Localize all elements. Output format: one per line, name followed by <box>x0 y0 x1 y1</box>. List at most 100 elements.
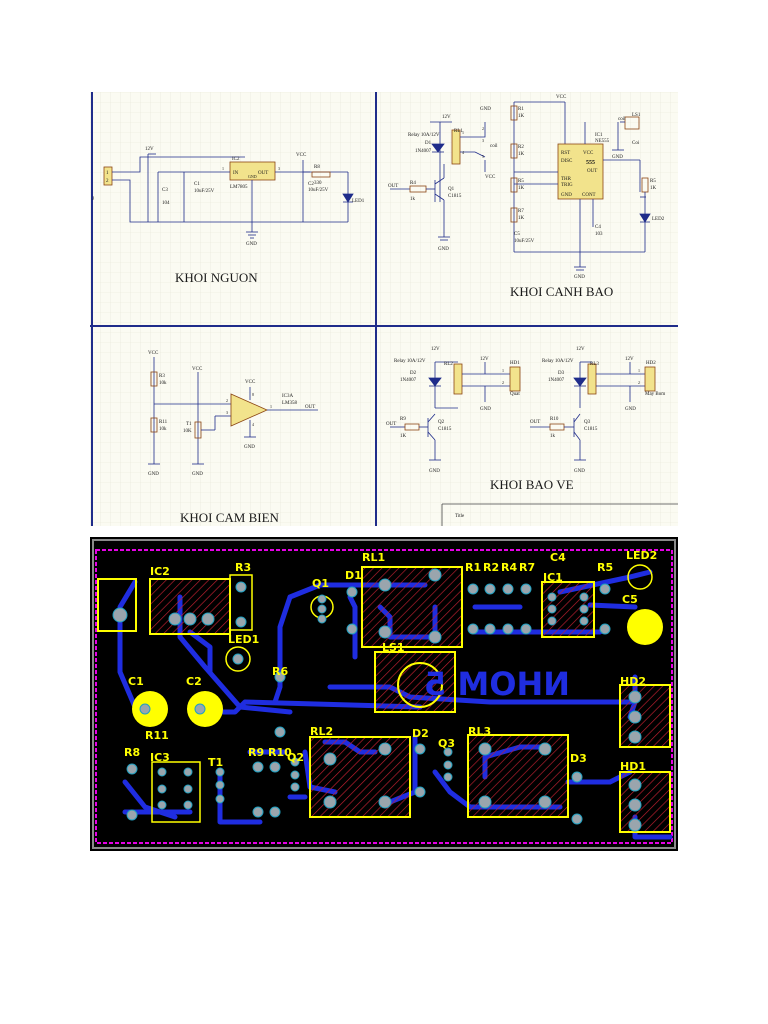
protect-r9: R9 <box>400 417 406 422</box>
alarm-p5: 5 <box>482 154 484 159</box>
pcb-ref-d1: D1 <box>345 569 362 582</box>
pcb-ref-rl2: RL2 <box>310 725 333 738</box>
pcb-comp-c5 <box>627 609 663 645</box>
alarm-vcc-top: VCC <box>556 95 567 100</box>
pcb-comp-led2 <box>627 564 653 590</box>
ic1-ne555 <box>557 143 604 200</box>
protect-r10-val: 1k <box>550 434 556 439</box>
protect-out-2: OUT <box>530 420 540 425</box>
alarm-ic1: IC1 <box>595 133 603 138</box>
pcb-ref-ic1: IC1 <box>543 571 563 584</box>
pcb-comp-ic2 <box>149 578 231 635</box>
power-led1: LED1 <box>352 199 365 204</box>
alarm-ic1-trig: TRIG <box>561 183 573 188</box>
power-c1-val: 10uF/25V <box>194 189 215 194</box>
pcb-ref-hd2: HD2 <box>620 675 646 688</box>
alarm-r4-val: 1k <box>410 197 416 202</box>
alarm-p4: 4 <box>462 150 464 155</box>
alarm-c4-val: 103 <box>595 232 603 237</box>
power-c2-val: 10uF/25V <box>308 188 329 193</box>
protect-gnd-2: GND <box>625 407 636 412</box>
protect-hd2-label: May Bom <box>645 392 665 397</box>
alarm-d1-part: 1N4007 <box>415 149 432 154</box>
sensor-p4: 4 <box>252 422 254 427</box>
pcb-ref-q3: Q3 <box>438 737 455 750</box>
pcb-labels: IC2 R3 Q1 D1 RL1 R1 R2 R4 R7 C4 IC1 R5 L… <box>124 549 657 773</box>
power-block <box>103 153 354 239</box>
sensor-vcc3: VCC <box>245 380 256 385</box>
alarm-p2: 2 <box>482 126 484 131</box>
power-c2: C2 <box>308 182 314 187</box>
protect-12v-2: 12V <box>480 357 489 362</box>
pcb-comp-r3 <box>229 574 253 631</box>
sensor-block <box>148 357 318 465</box>
sensor-ic3-part: LM358 <box>282 401 298 406</box>
power-ic2-out: OUT <box>258 171 268 176</box>
alarm-r7: R7 <box>518 209 524 214</box>
pcb-ref-c2: C2 <box>186 675 202 688</box>
power-pin1: 1 <box>222 166 224 171</box>
power-ic2: IC2 <box>232 157 240 162</box>
alarm-ic1-555: 555 <box>586 160 595 166</box>
pcb-ref-led2: LED2 <box>626 549 657 562</box>
protect-rl3: RL3 <box>590 362 599 367</box>
pcb-ref-d2: D2 <box>412 727 429 740</box>
power-gnd: GND <box>246 242 257 247</box>
sensor-r3-val: 10k <box>159 381 167 386</box>
alarm-r7-val: 1K <box>518 216 525 221</box>
protect-12v-4: 12V <box>625 357 634 362</box>
alarm-ic1-out: OUT <box>587 169 597 174</box>
alarm-ic1-gnd: GND <box>561 193 572 198</box>
title-block-label: Title <box>455 514 465 519</box>
protect-relay-label-1: Relay 10A/12V <box>394 359 426 364</box>
alarm-p3: 3 <box>482 138 484 143</box>
pcb-ref-r5: R5 <box>597 561 613 574</box>
alarm-c5-val: 10uF/25V <box>514 239 535 244</box>
pcb-ref-r11: R11 <box>145 729 169 742</box>
protect-gnd-q2: GND <box>429 469 440 474</box>
protect-gnd-q3: GND <box>574 469 585 474</box>
pcb-comp-rl1 <box>361 566 463 648</box>
pcb-ref-r3: R3 <box>235 561 251 574</box>
pcb-ref-hd1: HD1 <box>620 760 646 773</box>
sensor-t1: T1 <box>186 422 192 427</box>
alarm-block <box>390 101 651 271</box>
pcb-comp-led1 <box>225 646 251 672</box>
alarm-rl1: RL1 <box>454 129 463 134</box>
protect-p1-a: 1 <box>502 368 504 373</box>
pcb-ref-c1: C1 <box>128 675 144 688</box>
pcb-ref-c5: C5 <box>622 593 638 606</box>
protect-r10: R10 <box>550 417 559 422</box>
sensor-r11-val: 10k <box>159 427 167 432</box>
sensor-vcc1: VCC <box>148 351 159 356</box>
alarm-r5: R5 <box>518 179 524 184</box>
sensor-p2: 2 <box>226 398 228 403</box>
schematic-panel: 1 2 J 12V C3 104 C1 10uF/25V IC2 IN OUT … <box>90 92 678 526</box>
alarm-q1: Q1 <box>448 187 455 192</box>
protect-q2-part: C1815 <box>438 427 452 432</box>
pcb-ref-ic2: IC2 <box>150 565 170 578</box>
pcb-ref-ic3: IC3 <box>150 751 170 764</box>
power-c3-val: 104 <box>162 201 170 206</box>
alarm-ls1: LS1 <box>632 113 641 118</box>
alarm-r1-val: 1K <box>518 114 525 119</box>
pcb-ref-q1: Q1 <box>312 577 329 590</box>
alarm-r5-val: 1K <box>518 186 525 191</box>
power-ic2-part: LM7805 <box>230 185 248 190</box>
block-title-sensor: KHOI CAM BIEN <box>180 510 280 525</box>
power-r8: R8 <box>314 165 320 170</box>
sensor-out: OUT <box>305 405 315 410</box>
alarm-12v: 12V <box>442 115 451 120</box>
alarm-ic1-part: NE555 <box>595 139 610 144</box>
alarm-r2: R2 <box>518 145 524 150</box>
sensor-r11: R11 <box>159 420 168 425</box>
power-ic2-gnd: GND <box>248 174 257 179</box>
power-c3: C3 <box>162 188 168 193</box>
power-j-pin2: 2 <box>106 179 109 184</box>
protect-labels: Relay 10A/12V 12V RL2 D2 1N4007 12V HD1 … <box>386 347 665 492</box>
power-j-pin1: 1 <box>106 171 109 176</box>
block-title-alarm: KHOI CANH BAO <box>510 284 613 299</box>
alarm-coil: coil <box>490 144 498 149</box>
pcb-ref-c4: C4 <box>550 551 566 564</box>
pcb-ref-r10: R10 <box>268 746 292 759</box>
